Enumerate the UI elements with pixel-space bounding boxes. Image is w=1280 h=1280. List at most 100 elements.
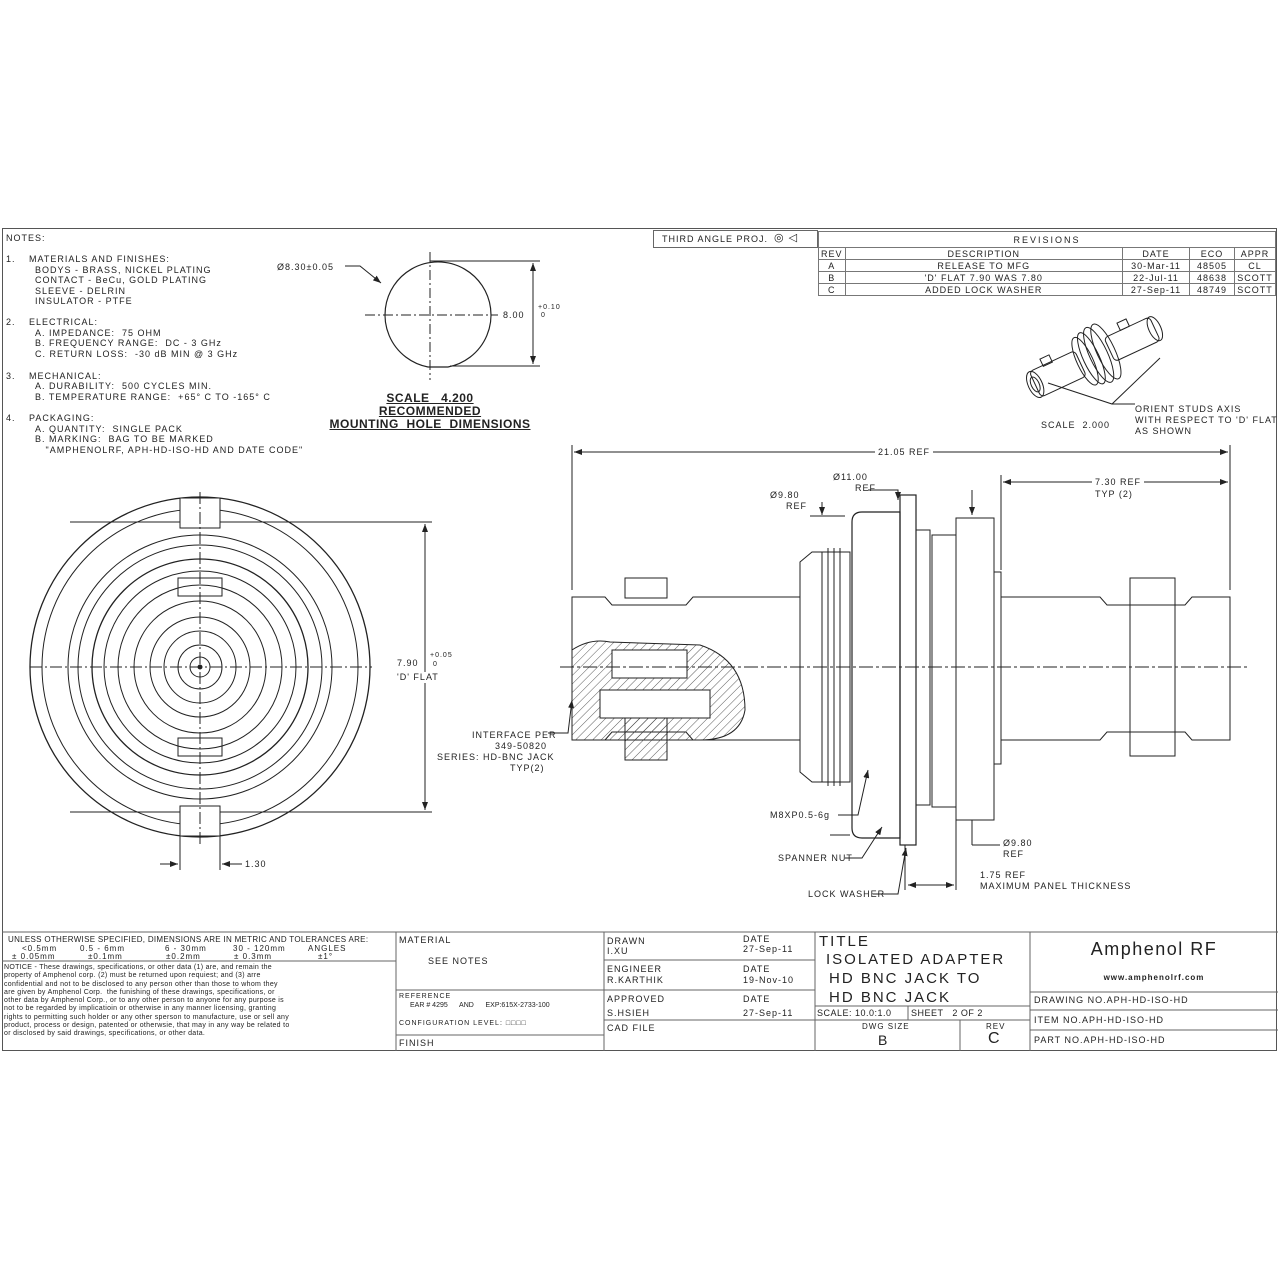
tol-value: ±1° [318, 952, 334, 961]
tol-value: ±0.1mm [88, 952, 123, 961]
dwg-size: B [878, 1032, 889, 1048]
date-label: DATE [743, 934, 771, 944]
note-title: MATERIALS AND FINISHES: [29, 254, 170, 264]
flat-label: 'D' FLAT [397, 672, 439, 683]
title-label: TITLE [819, 933, 870, 950]
material-value: SEE NOTES [428, 956, 489, 966]
side-view [548, 445, 1250, 895]
hole-height-tol-upper: +0.10 [538, 304, 561, 311]
isometric-view [1026, 316, 1164, 398]
approved-label: APPROVED [607, 994, 666, 1004]
date-label: DATE [743, 994, 771, 1004]
title-line-1: ISOLATED ADAPTER [826, 951, 1006, 968]
engineer-name: R.KARTHIK [607, 975, 664, 985]
tol-value: ±0.2mm [166, 952, 201, 961]
material-label: MATERIAL [399, 935, 452, 945]
hole-caption-1: RECOMMENDED [378, 404, 482, 418]
note-title: ELECTRICAL: [29, 317, 99, 327]
note-line: CONTACT - BeCu, GOLD PLATING [35, 275, 208, 285]
tol-value: ± 0.05mm [12, 952, 56, 961]
hole-diameter-label: Ø8.30±0.05 [277, 262, 334, 272]
tol-range: ANGLES [308, 944, 347, 953]
sheet-value: SHEET 2 OF 2 [911, 1008, 983, 1018]
projection-symbol-icon: ◎ ◁ [774, 232, 799, 244]
reference-value: EAR # 4295 AND EXP:615X-2733-100 [410, 1002, 550, 1009]
title-line-3: HD BNC JACK [829, 989, 952, 1006]
lock-washer-label: LOCK WASHER [808, 889, 886, 899]
configuration-level: CONFIGURATION LEVEL: □□□□ [399, 1020, 527, 1027]
item-number: ITEM NO.APH-HD-ISO-HD [1034, 1015, 1164, 1025]
drawing-frame [2, 228, 1277, 1051]
part-number: PART NO.APH-HD-ISO-HD [1034, 1035, 1166, 1045]
tol-value: ± 0.3mm [234, 952, 273, 961]
rear-dia: Ø9.80 [1003, 838, 1033, 848]
tol-range: 0.5 - 6mm [80, 944, 126, 953]
reference-label: REFERENCE [399, 993, 452, 1000]
body-length: 7.30 REF [1092, 477, 1145, 488]
flat-tol-upper: +0.05 [430, 652, 453, 659]
scale-value: SCALE: 10.0:1.0 [817, 1008, 892, 1018]
note-line: SLEEVE - DELRIN [35, 286, 127, 296]
tol-range: 6 - 30mm [165, 944, 207, 953]
drawn-date: 27-Sep-11 [743, 944, 794, 954]
approved-by: S.HSIEH [607, 1008, 651, 1018]
notes-heading: NOTES: [6, 233, 46, 243]
interface-4: TYP(2) [510, 763, 545, 773]
date-label: DATE [743, 964, 771, 974]
slot-dimension: 1.30 [245, 859, 267, 869]
nut-ref: REF [786, 501, 807, 511]
drawing-number: DRAWING NO.APH-HD-ISO-HD [1034, 995, 1189, 1005]
note-line: C. RETURN LOSS: -30 dB MIN @ 3 GHz [35, 349, 239, 359]
title-line-2: HD BNC JACK TO [829, 970, 982, 987]
tol-range: 30 - 120mm [233, 944, 286, 953]
iso-note-3: AS SHOWN [1135, 426, 1193, 436]
drawn-label: DRAWN [607, 936, 646, 946]
rev-cell: ADDED LOCK WASHER [844, 283, 1124, 296]
iso-leader [1047, 357, 1161, 405]
note-line: B. MARKING: BAG TO BE MARKED [35, 434, 214, 444]
thread-label: M8XP0.5-6g [770, 810, 831, 820]
engineer-date: 19-Nov-10 [743, 975, 795, 985]
iso-scale: SCALE 2.000 [1041, 420, 1111, 430]
flat-tol-lower: 0 [433, 661, 438, 668]
note-num: 2. [6, 317, 16, 327]
nut-dia: Ø9.80 [770, 490, 800, 500]
note-line: BODYS - BRASS, NICKEL PLATING [35, 265, 212, 275]
note-title: MECHANICAL: [29, 371, 102, 381]
flange-dia: Ø11.00 [833, 472, 868, 482]
iso-note-1: ORIENT STUDS AXIS [1135, 404, 1242, 414]
note-num: 1. [6, 254, 16, 264]
flange-ref: REF [855, 483, 876, 493]
hole-caption-2: MOUNTING HOLE DIMENSIONS [329, 417, 531, 431]
note-line: "AMPHENOLRF, APH-HD-ISO-HD AND DATE CODE… [35, 445, 304, 455]
dwg-size-label: DWG SIZE [862, 1022, 910, 1031]
approved-date: 27-Sep-11 [743, 1008, 794, 1018]
hole-height-label: 8.00 [503, 310, 525, 320]
tolerance-heading: UNLESS OTHERWISE SPECIFIED, DIMENSIONS A… [8, 935, 369, 944]
overall-length: 21.05 REF [875, 447, 934, 458]
finish-label: FINISH [399, 1038, 435, 1048]
interface-2: 349-50820 [495, 741, 548, 751]
revisions-table: REVISIONS REV DESCRIPTION DATE ECO APPR … [818, 231, 1276, 296]
note-line: INSULATOR - PTFE [35, 296, 133, 306]
cad-file-label: CAD FILE [607, 1023, 656, 1033]
hole-scale: SCALE 4.200 [386, 391, 474, 405]
interface-3: SERIES: HD-BNC JACK [437, 752, 555, 762]
interface-1: INTERFACE PER [472, 730, 557, 740]
notice-text: NOTICE - These drawings, specifications,… [4, 964, 290, 1038]
note-line: B. FREQUENCY RANGE: DC - 3 GHz [35, 338, 222, 348]
title-block-lines [2, 931, 1278, 1051]
engineer-label: ENGINEER [607, 964, 663, 974]
note-num: 3. [6, 371, 16, 381]
company-website: www.amphenolrf.com [1103, 973, 1205, 982]
rev-label: REV [986, 1022, 1006, 1031]
projection-label: THIRD ANGLE PROJ. [662, 234, 769, 244]
note-line: A. DURABILITY: 500 CYCLES MIN. [35, 381, 213, 391]
note-line: B. TEMPERATURE RANGE: +65° C TO -165° C [35, 392, 271, 402]
note-title: PACKAGING: [29, 413, 95, 423]
note-line: A. IMPEDANCE: 75 OHM [35, 328, 162, 338]
mounting-hole-view [345, 252, 540, 380]
rear-ref: REF [1003, 849, 1024, 859]
